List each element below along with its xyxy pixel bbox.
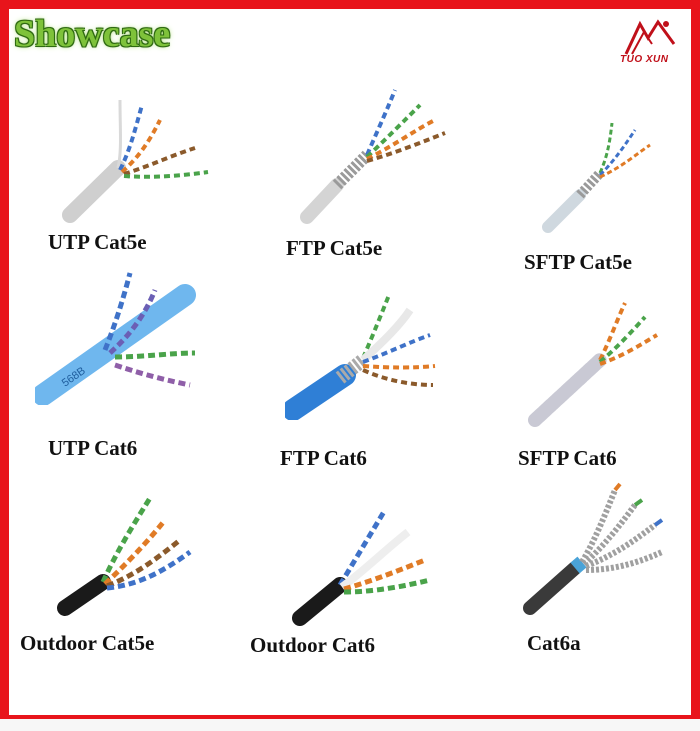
product-label: FTP Cat6 — [280, 446, 367, 470]
brand-logo-icon — [624, 19, 676, 55]
cat6a-cable-icon — [523, 482, 664, 615]
ftp-cable-icon — [300, 89, 446, 224]
sftp-cable-icon — [542, 122, 651, 233]
utp-cat6-cable-icon: 568B — [35, 272, 196, 405]
product-label: SFTP Cat5e — [524, 250, 632, 274]
outdoor-cat5e-cable-icon — [57, 496, 192, 616]
product-label: SFTP Cat6 — [518, 446, 617, 470]
bottom-border — [0, 715, 700, 719]
product-label: FTP Cat5e — [286, 236, 383, 260]
page-title: Showcase — [14, 13, 171, 55]
product-label: Outdoor Cat6 — [250, 633, 376, 657]
product-label: Outdoor Cat5e — [20, 631, 155, 655]
sftp-cat6-cable-icon — [528, 302, 659, 427]
ftp-cat6-cable-icon — [285, 294, 436, 420]
bottom-gap — [0, 715, 700, 731]
utp-cable-icon — [62, 99, 209, 223]
product-label: UTP Cat6 — [48, 436, 138, 460]
brand-name: TUO XUN — [620, 54, 669, 65]
outdoor-cat6-cable-icon — [292, 508, 431, 626]
product-label: UTP Cat5e — [48, 230, 147, 254]
product-label: Cat6a — [527, 631, 581, 655]
